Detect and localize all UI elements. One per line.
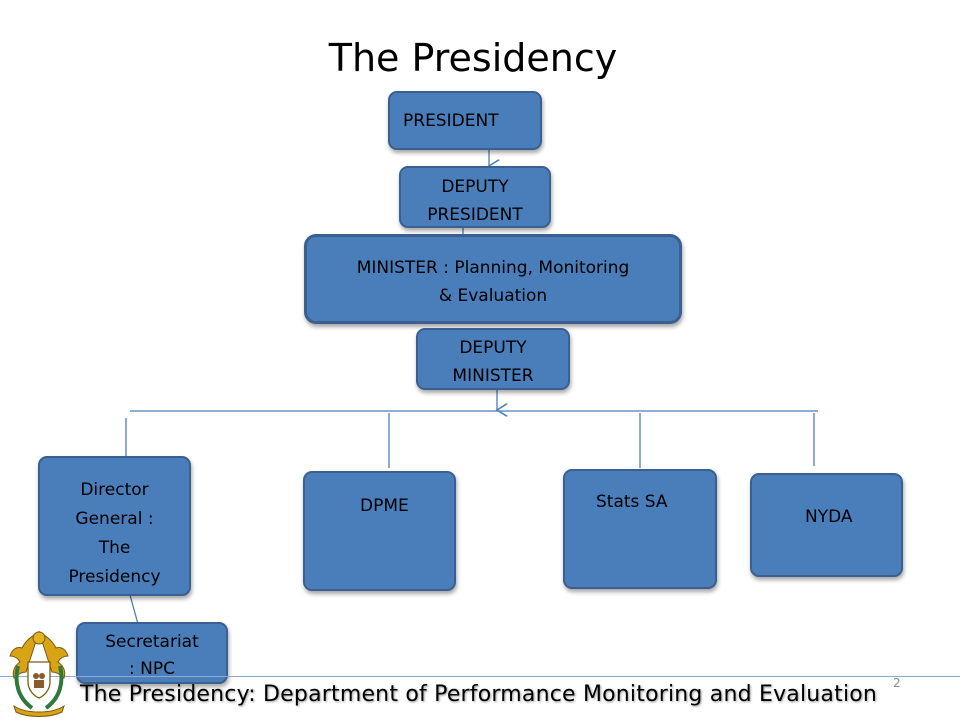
page-title: The Presidency bbox=[328, 36, 618, 80]
coat-of-arms-icon bbox=[9, 630, 69, 717]
node-nyda: NYDA bbox=[750, 473, 903, 577]
node-label: General : bbox=[75, 509, 154, 529]
node-label: Secretariat bbox=[105, 632, 199, 652]
node-label: DEPUTY bbox=[441, 177, 509, 197]
node-label: Stats SA bbox=[596, 492, 668, 512]
node-president: PRESIDENT bbox=[388, 91, 542, 150]
node-label: MINISTER : Planning, Monitoring bbox=[356, 258, 630, 278]
node-label: : NPC bbox=[129, 659, 175, 679]
node-director-general: Director General : The Presidency bbox=[38, 456, 191, 596]
node-label: DPME bbox=[360, 496, 409, 516]
node-label: PRESIDENT bbox=[403, 111, 499, 131]
node-label: Presidency bbox=[68, 567, 161, 587]
node-deputy-president: DEPUTY PRESIDENT bbox=[399, 166, 551, 228]
node-label: The bbox=[98, 538, 131, 558]
page-number: 2 bbox=[893, 676, 901, 690]
node-label: NYDA bbox=[805, 507, 853, 527]
node-secretariat: Secretariat : NPC bbox=[76, 622, 228, 684]
footer-divider bbox=[0, 676, 960, 677]
connector-dg-secretariat bbox=[129, 594, 139, 625]
footer-text: The Presidency: Department of Performanc… bbox=[80, 682, 878, 707]
node-dpme: DPME bbox=[303, 471, 456, 591]
node-stats-sa: Stats SA bbox=[563, 469, 717, 589]
node-label: DEPUTY bbox=[459, 338, 527, 358]
node-minister: MINISTER : Planning, Monitoring & Evalua… bbox=[304, 234, 682, 324]
node-label: Director bbox=[80, 480, 149, 500]
node-label: & Evaluation bbox=[438, 286, 548, 306]
node-label: PRESIDENT bbox=[427, 205, 523, 225]
node-label: MINISTER bbox=[452, 366, 534, 386]
node-deputy-minister: DEPUTY MINISTER bbox=[416, 328, 570, 390]
